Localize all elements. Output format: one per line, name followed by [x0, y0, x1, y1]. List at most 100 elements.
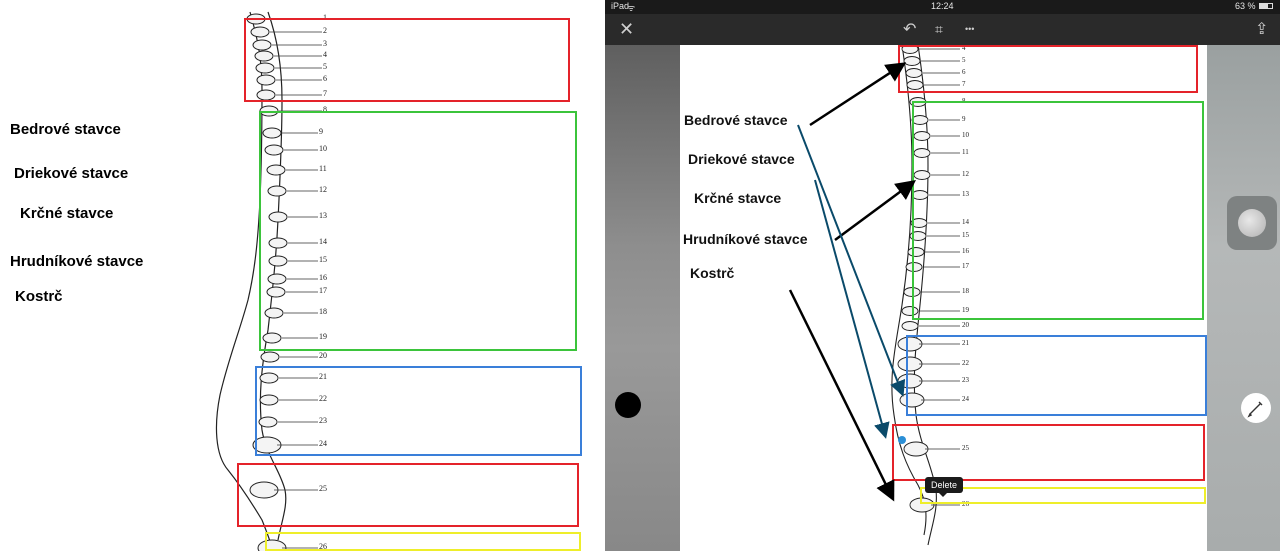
label-krcne-stavce: Krčné stavce — [20, 205, 114, 222]
doc-vertebra — [901, 306, 919, 316]
doc-lumbar-highlight-box — [906, 335, 1207, 416]
device-name: iPad — [611, 1, 630, 11]
doc-vertebra — [913, 148, 931, 158]
vertebra-number: 9 — [319, 127, 323, 136]
vertebra — [268, 237, 288, 249]
doc-vertebra-number: 22 — [962, 359, 969, 367]
share-icon[interactable]: ⇪ — [1255, 21, 1269, 38]
doc-label-krcne-stavce[interactable]: Krčné stavce — [694, 190, 782, 206]
coccyx-highlight-box — [265, 532, 581, 551]
ipad-right-blur-background — [1205, 45, 1280, 551]
pen-color-black[interactable] — [615, 392, 641, 418]
vertebra-number: 11 — [319, 164, 327, 173]
doc-vertebra-number: 14 — [962, 218, 969, 226]
doc-vertebra — [906, 80, 924, 90]
doc-vertebra-number: 12 — [962, 170, 969, 178]
more-icon[interactable]: ••• — [965, 24, 975, 34]
wifi-icon: ᯤ — [627, 3, 636, 13]
doc-vertebra — [901, 321, 919, 331]
vertebra-number: 12 — [319, 185, 327, 194]
vertebra-number: 4 — [323, 50, 327, 59]
pen-tool-button[interactable] — [1241, 393, 1271, 423]
doc-vertebra-number: 15 — [962, 231, 969, 239]
pen-icon — [1247, 401, 1263, 418]
vertebra-number: 16 — [319, 273, 327, 282]
doc-vertebra-number: 9 — [962, 115, 966, 123]
vertebra — [262, 332, 282, 344]
drawing-tool-button[interactable] — [1227, 196, 1277, 250]
doc-sacrum-highlight-box — [892, 424, 1205, 481]
arrow-kostrc[interactable] — [788, 289, 895, 502]
vertebra-number: 23 — [319, 416, 327, 425]
vertebra-number: 21 — [319, 372, 327, 381]
close-icon[interactable]: ✕ — [619, 19, 635, 39]
ipad-status-bar: iPad ᯤ 12:24 63 % — [605, 0, 1280, 14]
annotation-arrows — [788, 62, 917, 502]
doc-vertebra-number: 5 — [962, 56, 966, 64]
arrow-hrudnikove[interactable] — [834, 180, 917, 242]
doc-vertebra — [910, 218, 928, 228]
label-bedrove-stavce: Bedrové stavce — [10, 121, 121, 138]
vertebra-number: 3 — [323, 39, 327, 48]
arrow-driekove[interactable] — [797, 124, 906, 397]
doc-thoracic-highlight-box — [912, 101, 1204, 320]
vertebra — [255, 62, 275, 74]
crop-icon[interactable]: ⌗ — [935, 21, 943, 37]
vertebra — [266, 286, 286, 298]
undo-icon[interactable]: ↶ — [903, 21, 917, 38]
doc-vertebra-number: 6 — [962, 68, 966, 76]
doc-vertebra-number: 10 — [962, 131, 969, 139]
vertebra — [256, 74, 276, 86]
doc-vertebra-number: 4 — [962, 45, 966, 52]
doc-label-driekove-stavce[interactable]: Driekové stavce — [688, 151, 795, 167]
vertebra — [254, 50, 274, 62]
label-kostrc: Kostrč — [15, 288, 63, 305]
vertebra-number: 13 — [319, 211, 327, 220]
vertebra — [259, 394, 279, 406]
vertebra-number: 22 — [319, 394, 327, 403]
vertebra — [259, 372, 279, 384]
doc-label-bedrove-stavce[interactable]: Bedrové stavce — [684, 112, 788, 128]
doc-vertebra-number: 17 — [962, 262, 969, 270]
vertebra — [264, 144, 284, 156]
doc-vertebra — [913, 170, 931, 180]
vertebra-number: 24 — [319, 439, 327, 448]
doc-vertebra-number: 7 — [962, 80, 966, 88]
vertebra-number: 5 — [323, 62, 327, 71]
doc-label-kostrc[interactable]: Kostrč — [690, 265, 735, 281]
ipad-left-blur-background — [605, 45, 680, 551]
thoracic-highlight-box — [259, 111, 577, 351]
vertebra-number: 2 — [323, 26, 327, 35]
doc-vertebra-number: 11 — [962, 148, 969, 156]
arrow-krcne[interactable] — [814, 179, 890, 439]
battery-icon — [1259, 3, 1273, 9]
delete-tooltip-button[interactable]: Delete — [925, 477, 964, 497]
clock: 12:24 — [931, 1, 954, 11]
doc-vertebra — [903, 56, 921, 66]
arrow-bedrove[interactable] — [809, 62, 907, 127]
selection-handle[interactable] — [898, 436, 906, 444]
doc-vertebra-number: 24 — [962, 395, 969, 403]
doc-vertebra-number: 26 — [962, 500, 969, 508]
vertebra — [266, 164, 286, 176]
vertebra — [258, 416, 278, 428]
vertebra-number: 14 — [319, 237, 327, 246]
doc-vertebra-number: 18 — [962, 287, 969, 295]
doc-vertebra-number: 13 — [962, 190, 969, 198]
doc-vertebra-number: 19 — [962, 306, 969, 314]
doc-coccyx-highlight-box — [920, 487, 1206, 504]
vertebra — [267, 273, 287, 285]
vertebra-number: 15 — [319, 255, 327, 264]
doc-vertebra — [913, 131, 931, 141]
doc-vertebra — [905, 262, 923, 272]
vertebra-number: 6 — [323, 74, 327, 83]
vertebra — [250, 26, 270, 38]
lumbar-highlight-box — [255, 366, 582, 456]
tool-knob-icon — [1238, 209, 1266, 237]
label-driekove-stavce: Driekové stavce — [14, 165, 129, 182]
vertebra-number: 19 — [319, 332, 327, 341]
vertebra — [267, 185, 287, 197]
doc-label-hrudnikove-stavce[interactable]: Hrudníkové stavce — [683, 231, 808, 247]
